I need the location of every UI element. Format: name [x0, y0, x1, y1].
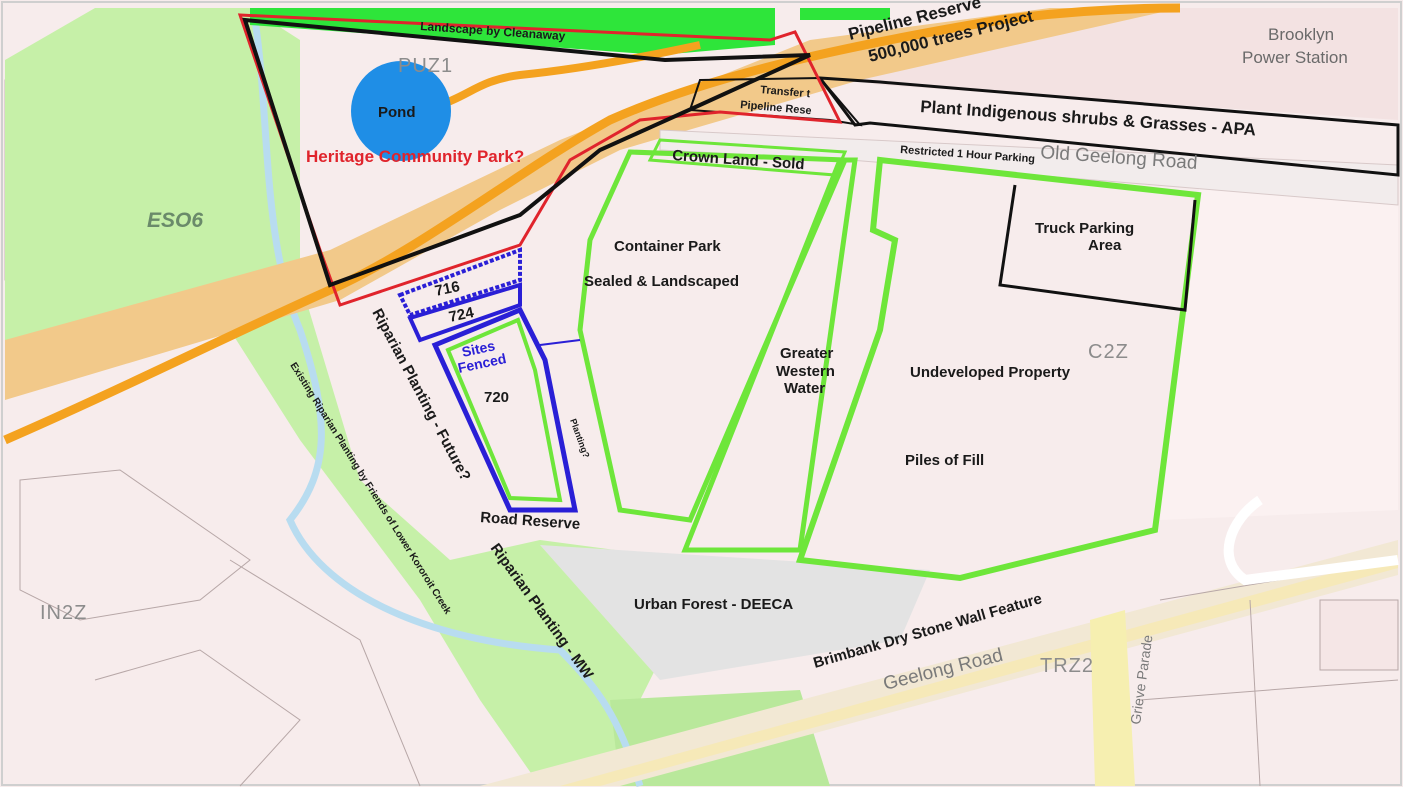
label-heritage-park: Heritage Community Park? — [306, 147, 524, 166]
green-reserve-corridor — [5, 8, 690, 786]
grieve-parade-band — [1090, 610, 1135, 786]
label-c2z: C2Z — [1088, 341, 1129, 363]
truck-parking-outline — [998, 184, 1197, 312]
white-road-loop — [1223, 495, 1399, 586]
label-trz2: TRZ2 — [1040, 655, 1094, 677]
geelong-road-yellow — [560, 555, 1398, 786]
red-boundary-heritage — [237, 13, 843, 307]
black-boundary-puz1 — [242, 17, 811, 288]
planting-boundary-blue — [539, 339, 581, 346]
label-pond: Pond — [378, 104, 416, 121]
old-geelong-road-band — [659, 129, 1399, 206]
label-western: Western — [776, 363, 835, 380]
lot-720-outline-blue — [431, 306, 579, 513]
top-green-strip-right — [800, 8, 890, 20]
lot-724-outline — [407, 282, 522, 343]
label-lot-720: 720 — [484, 389, 509, 406]
label-in2z: IN2Z — [40, 602, 87, 624]
label-puz1: PUZ1 — [398, 55, 453, 77]
orange-spur — [438, 41, 701, 109]
label-transfer: Transfer t — [760, 84, 811, 100]
label-lot-716: 716 — [433, 278, 461, 300]
label-brooklyn: Brooklyn — [1268, 25, 1334, 44]
label-power-station: Power Station — [1242, 48, 1348, 67]
landscape-cleanaway-strip — [250, 8, 775, 55]
parcel-c2z-east — [1160, 180, 1398, 520]
pond — [351, 61, 451, 161]
lot-716-outline — [397, 247, 522, 318]
transfer-outline-black — [688, 76, 863, 127]
label-urban-forest: Urban Forest - DEECA — [634, 596, 793, 613]
label-piles-fill: Piles of Fill — [905, 452, 984, 469]
orange-road-line — [3, 3, 1181, 445]
label-undeveloped: Undeveloped Property — [910, 364, 1071, 381]
label-container-park: Container Park — [614, 238, 721, 255]
lot-720-outline-green — [445, 317, 563, 503]
label-sites: Sites — [460, 337, 496, 360]
geelong-road-band — [480, 540, 1398, 786]
label-truck-parking-area: Area — [1088, 237, 1122, 254]
label-water: Water — [784, 380, 825, 397]
label-sealed-landscaped: Sealed & Landscaped — [584, 273, 739, 290]
label-greater: Greater — [780, 345, 834, 362]
urban-forest-area — [540, 545, 930, 680]
greater-western-water-outline — [681, 157, 858, 553]
label-truck-parking: Truck Parking — [1035, 220, 1134, 237]
label-road-reserve: Road Reserve — [480, 509, 581, 533]
label-eso6: ESO6 — [147, 209, 203, 232]
label-lot-724: 724 — [447, 304, 476, 326]
creek-water — [251, 19, 644, 787]
undeveloped-property-outline — [795, 156, 1202, 582]
